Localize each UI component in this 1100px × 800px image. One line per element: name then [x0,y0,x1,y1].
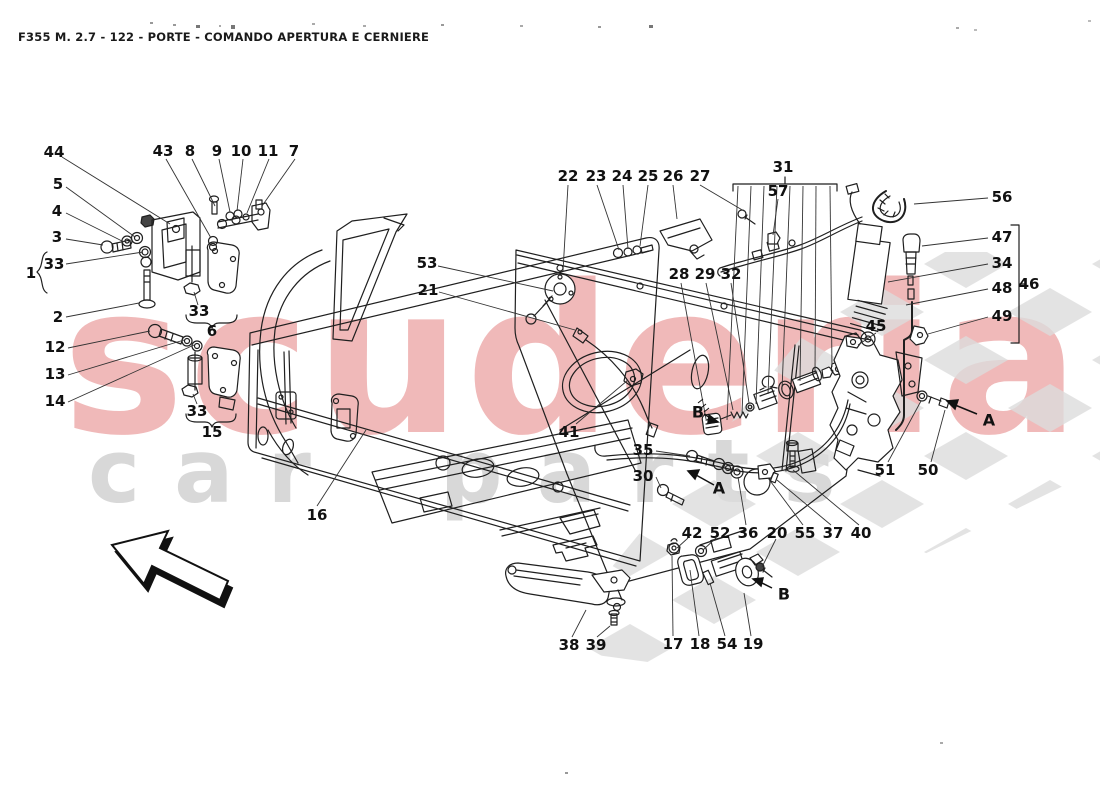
scan-speck [441,24,444,26]
latch-assembly [829,332,950,477]
scan-speck [956,27,959,29]
install-arrow-b-lower [751,577,773,589]
scan-speck [363,25,366,27]
direction-arrow [110,529,234,609]
door-outline [247,236,660,567]
install-arrow-a-left [686,469,715,486]
scan-speck [150,22,153,24]
window-vent-frame [332,213,408,342]
handle-assembly [505,535,631,626]
page-title: F355 M. 2.7 - 122 - PORTE - COMANDO APER… [18,30,430,44]
scan-speck [974,29,977,31]
scan-speck [520,25,523,27]
install-arrow-b-upper [697,398,720,424]
body-fender [259,249,331,476]
upper-hinge-assembly [100,195,271,309]
door-grommet [623,368,644,387]
scan-speck [219,25,221,27]
window-winder [525,273,659,438]
scan-speck [1088,20,1091,22]
leader-lines [61,156,989,638]
scan-speck [565,772,568,774]
brace-6 [185,314,238,329]
actuator-assembly [717,182,929,431]
brace-1 [36,251,48,294]
check-strap-parts [612,209,756,260]
brace-15 [185,413,237,428]
fastener-parts [656,449,779,558]
scan-speck [231,25,235,29]
scan-speck [598,26,601,28]
install-arrow-a-right [945,399,978,415]
bracket-31 [732,176,838,192]
scan-speck [173,24,176,26]
scan-speck [649,25,653,28]
scan-speck [312,23,315,25]
screw-40 [785,439,800,473]
bracket-46 [1010,224,1025,344]
scan-speck [940,742,943,744]
scan-speck [196,25,200,28]
